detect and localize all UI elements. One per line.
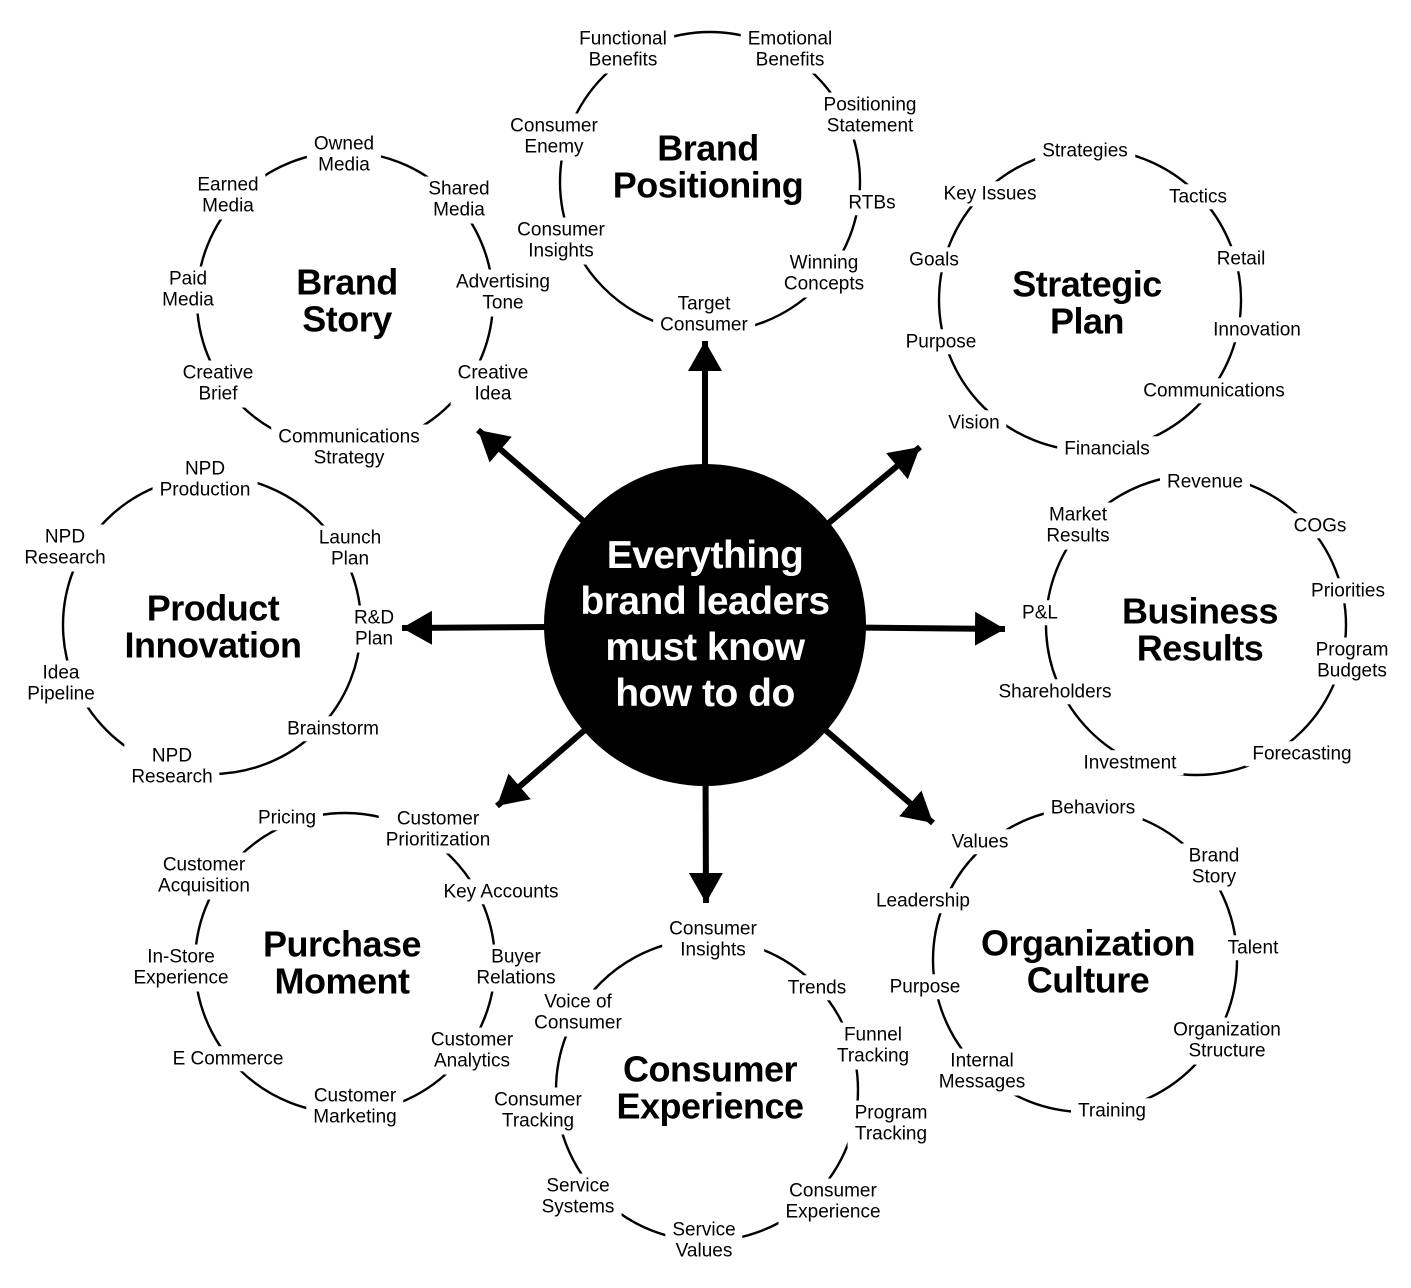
label-strategies: Strategies <box>1035 138 1135 164</box>
label-npd-research-upper: NPD Research <box>17 524 113 572</box>
label-rtbs: RTBs <box>841 190 903 216</box>
label-in-store-experience: In-Store Experience <box>126 944 236 992</box>
label-pricing: Pricing <box>250 805 324 831</box>
label-key-issues: Key Issues <box>936 181 1044 207</box>
label-consumer-insights-positioning: Consumer Insights <box>510 217 612 265</box>
label-behaviors: Behaviors <box>1043 795 1143 821</box>
label-advertising-tone: Advertising Tone <box>449 269 557 317</box>
cluster-title-brand-positioning: Brand Positioning <box>612 127 804 206</box>
label-positioning-statement: Positioning Statement <box>816 92 924 140</box>
center-hub-text: Everything brand leaders must know how t… <box>580 533 830 716</box>
label-purpose-culture: Purpose <box>882 974 968 1000</box>
label-customer-analytics: Customer Analytics <box>423 1027 521 1075</box>
cluster-title-product-innovation: Product Innovation <box>124 587 303 666</box>
label-brainstorm: Brainstorm <box>280 716 386 742</box>
label-communications: Communications <box>1136 378 1292 404</box>
label-rd-plan: R&D Plan <box>346 605 402 653</box>
label-creative-idea: Creative Idea <box>450 360 536 408</box>
label-purpose-strategic: Purpose <box>898 329 984 355</box>
label-voice-of-consumer: Voice of Consumer <box>527 989 629 1037</box>
label-talent: Talent <box>1220 935 1286 961</box>
label-innovation: Innovation <box>1206 317 1308 343</box>
label-priorities: Priorities <box>1304 578 1392 604</box>
label-idea-pipeline: Idea Pipeline <box>20 660 102 708</box>
label-consumer-insights-experience: Consumer Insights <box>662 916 764 964</box>
label-program-tracking: Program Tracking <box>847 1100 935 1148</box>
label-market-results: Market Results <box>1039 502 1117 550</box>
label-paid-media: Paid Media <box>155 266 221 314</box>
label-tactics: Tactics <box>1161 184 1235 210</box>
label-investment: Investment <box>1076 750 1184 776</box>
label-vision: Vision <box>941 410 1007 436</box>
label-customer-acquisition: Customer Acquisition <box>151 852 257 900</box>
label-buyer-relations: Buyer Relations <box>469 944 563 992</box>
label-training: Training <box>1071 1098 1153 1124</box>
label-target-consumer: Target Consumer <box>653 291 755 339</box>
label-forecasting: Forecasting <box>1245 741 1359 767</box>
cluster-title-brand-story: Brand Story <box>296 261 398 340</box>
label-key-accounts: Key Accounts <box>436 879 566 905</box>
label-retail: Retail <box>1209 246 1273 272</box>
label-npd-research-lower: NPD Research <box>124 743 220 791</box>
label-emotional-benefits: Emotional Benefits <box>740 26 840 74</box>
label-p-and-l: P&L <box>1015 600 1065 626</box>
label-consumer-experience: Consumer Experience <box>778 1178 888 1226</box>
label-internal-messages: Internal Messages <box>931 1048 1033 1096</box>
label-cogs: COGs <box>1286 513 1354 539</box>
cluster-title-strategic-plan: Strategic Plan <box>1012 263 1162 342</box>
label-financials: Financials <box>1057 436 1157 462</box>
label-npd-production: NPD Production <box>152 456 258 504</box>
cluster-title-business-results: Business Results <box>1121 590 1279 669</box>
label-customer-marketing: Customer Marketing <box>306 1083 404 1131</box>
label-creative-brief: Creative Brief <box>175 360 261 408</box>
label-e-commerce: E Commerce <box>165 1046 291 1072</box>
label-organization-structure: Organization Structure <box>1166 1017 1288 1065</box>
label-functional-benefits: Functional Benefits <box>572 26 674 74</box>
center-hub-circle: Everything brand leaders must know how t… <box>544 464 866 786</box>
label-trends: Trends <box>780 975 854 1001</box>
cluster-title-consumer-experience: Consumer Experience <box>616 1048 804 1127</box>
label-service-values: Service Values <box>665 1217 743 1265</box>
label-launch-plan: Launch Plan <box>311 525 389 573</box>
cluster-title-purchase-moment: Purchase Moment <box>262 923 422 1002</box>
label-earned-media: Earned Media <box>190 172 266 220</box>
label-program-budgets: Program Budgets <box>1308 637 1396 685</box>
label-shared-media: Shared Media <box>421 176 497 224</box>
label-revenue: Revenue <box>1159 469 1251 495</box>
label-brand-story-culture: Brand Story <box>1181 843 1247 891</box>
label-communications-strategy: Communications Strategy <box>271 424 427 472</box>
cluster-title-organization-culture: Organization Culture <box>980 922 1196 1001</box>
label-winning-concepts: Winning Concepts <box>776 250 872 298</box>
label-leadership: Leadership <box>868 888 978 914</box>
label-service-systems: Service Systems <box>534 1173 622 1221</box>
label-shareholders: Shareholders <box>991 679 1119 705</box>
label-customer-prioritization: Customer Prioritization <box>378 806 498 854</box>
label-owned-media: Owned Media <box>306 131 382 179</box>
label-values: Values <box>944 829 1016 855</box>
label-consumer-tracking: Consumer Tracking <box>487 1087 589 1135</box>
label-funnel-tracking: Funnel Tracking <box>829 1022 917 1070</box>
label-consumer-enemy: Consumer Enemy <box>503 113 605 161</box>
label-goals: Goals <box>902 247 966 273</box>
